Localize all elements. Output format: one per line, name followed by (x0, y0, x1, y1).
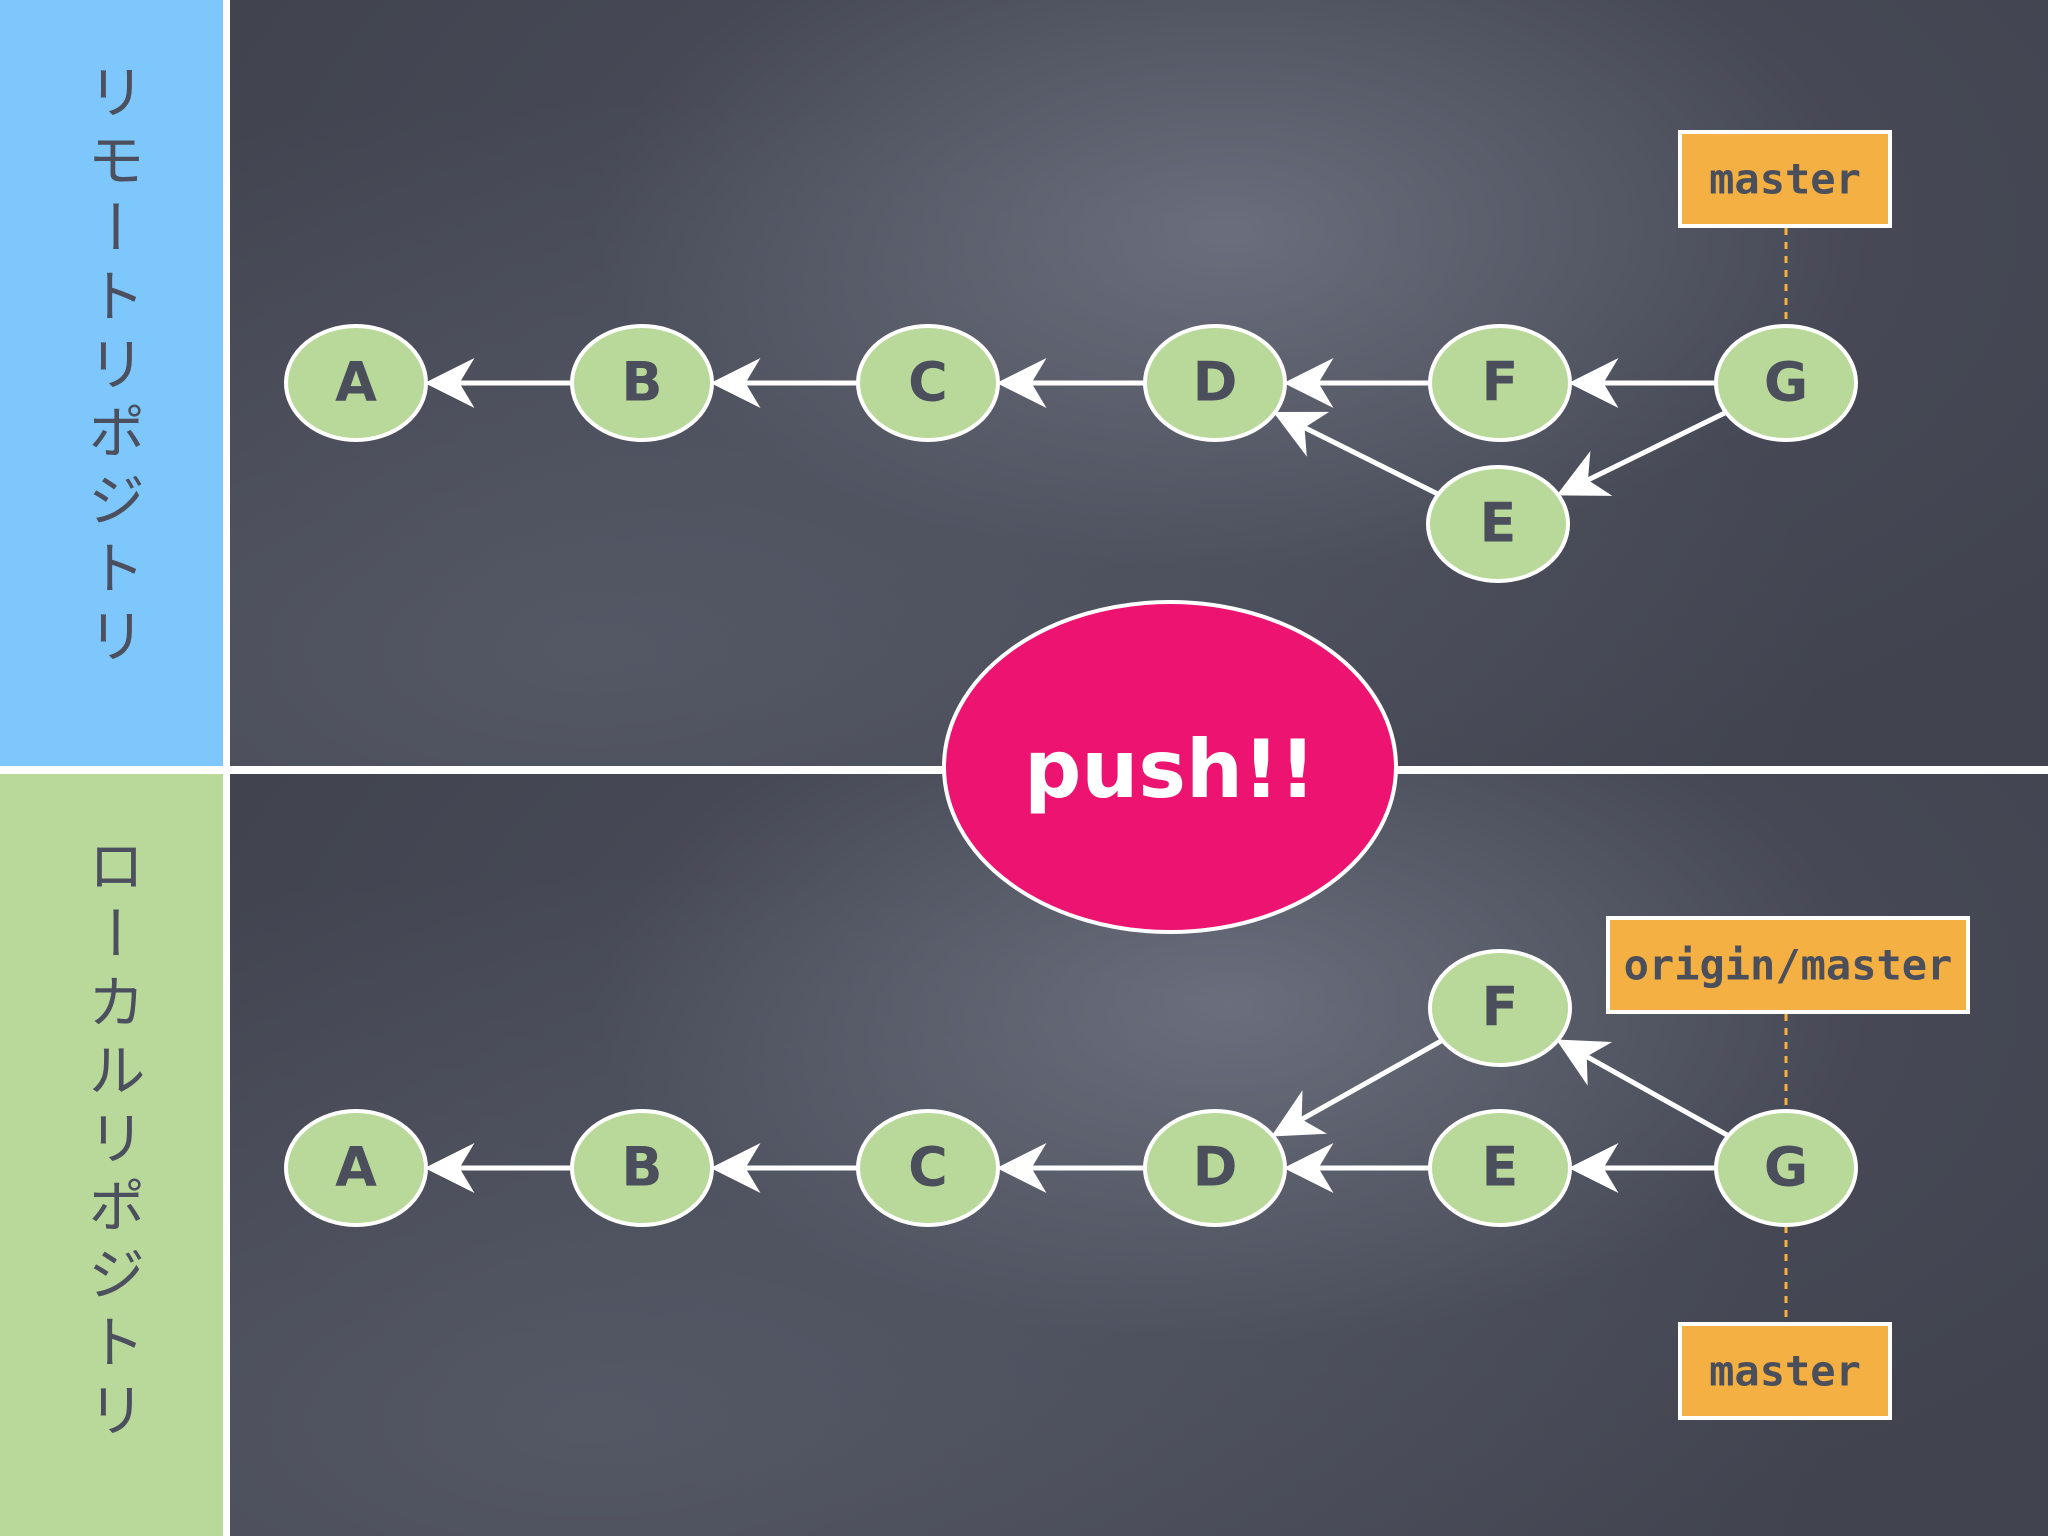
remote-commit-a (284, 324, 428, 442)
local-commit-label-e: E (1482, 1136, 1519, 1199)
remote-commit-label-c: C (908, 351, 948, 414)
local-repository-panel: ローカルリポジトリ (0, 774, 223, 1536)
local-commit-e (1428, 1109, 1572, 1227)
local-commit-b (570, 1109, 714, 1227)
local-commit-label-d: D (1193, 1136, 1238, 1199)
remote-commit-label-f: F (1482, 351, 1519, 414)
remote-commit-label-b: B (621, 351, 662, 414)
local-branch-label-1: master (1709, 1347, 1861, 1396)
remote-branch-tag-0 (1678, 130, 1892, 228)
local-graph: origin/master master A B C D F E G (284, 916, 1970, 1420)
remote-repository-panel: リモートリポジトリ (0, 0, 223, 766)
remote-commit-g (1714, 324, 1858, 442)
remote-commit-e (1426, 465, 1570, 583)
local-edge-g-f (1556, 1039, 1730, 1138)
local-commit-c (856, 1109, 1000, 1227)
remote-edge-g-e (1556, 410, 1728, 496)
local-branch-tag-1 (1678, 1322, 1892, 1420)
remote-commit-c (856, 324, 1000, 442)
push-label: push!! (1024, 723, 1316, 816)
local-commit-d (1143, 1109, 1287, 1227)
local-branch-tag-0 (1606, 916, 1970, 1014)
remote-edge-e-d (1273, 411, 1440, 497)
remote-commit-label-a: A (335, 351, 377, 414)
local-edge-f-d (1271, 1038, 1444, 1137)
local-commit-label-f: F (1482, 976, 1519, 1039)
remote-commit-d (1143, 324, 1287, 442)
local-repository-label: ローカルリポジトリ (77, 836, 146, 1448)
local-commit-f (1428, 949, 1572, 1067)
local-commit-label-c: C (908, 1136, 948, 1199)
remote-commit-f (1428, 324, 1572, 442)
local-commit-label-g: G (1764, 1136, 1808, 1199)
local-branch-label-0: origin/master (1624, 941, 1953, 990)
remote-commit-label-d: D (1193, 351, 1238, 414)
remote-branch-label-0: master (1709, 155, 1861, 204)
local-commit-label-a: A (335, 1136, 377, 1199)
push-badge: push!! (942, 600, 1398, 934)
local-commit-label-b: B (621, 1136, 662, 1199)
remote-commit-label-g: G (1764, 351, 1808, 414)
local-commit-g (1714, 1109, 1858, 1227)
remote-commit-label-e: E (1480, 492, 1517, 555)
remote-commit-b (570, 324, 714, 442)
remote-repository-label: リモートリポジトリ (77, 62, 146, 674)
local-commit-a (284, 1109, 428, 1227)
